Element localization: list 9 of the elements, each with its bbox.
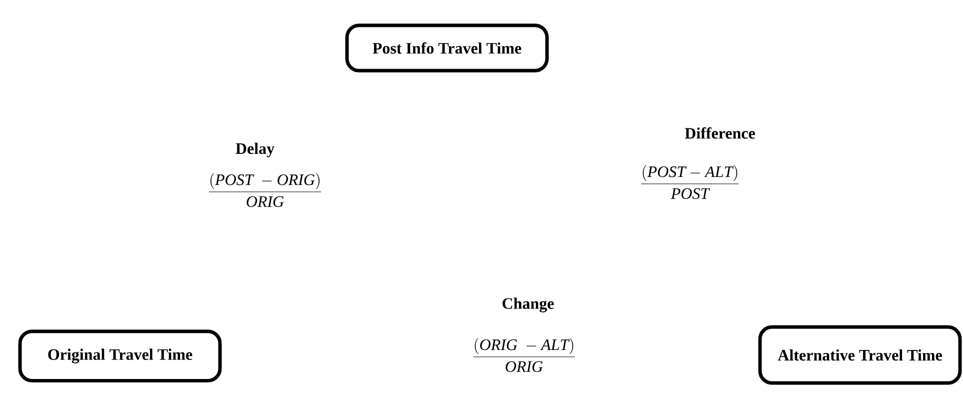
rounded-box: Original Travel Time [18,330,222,382]
formula-name: Change [502,298,554,312]
formula-name: Difference [684,127,755,139]
rounded-box: Alternative Travel Time [758,325,962,385]
formula: $\frac{(\mathit{ORIG}\ -\mathit{ALT})}{\mathit{ORIG}}$ [473,338,575,372]
rounded-box: Post Info Travel Time [345,24,549,72]
formula: $\frac{(\mathit{POST}\ -\mathit{ORIG})}{\mathit{ORIG}}$ [208,173,322,207]
formula-name: Delay [236,142,274,158]
formula: $\frac{(\mathit{POST}-\mathit{ALT})}{\mathit{POST}}$ [641,165,739,199]
